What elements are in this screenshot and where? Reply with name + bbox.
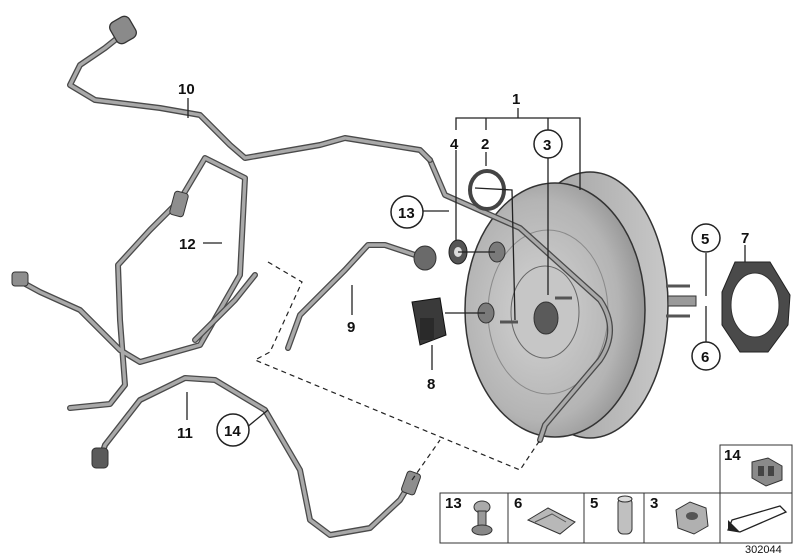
callout-13-circle bbox=[390, 195, 424, 229]
callout-14: 14 bbox=[224, 423, 241, 440]
legend-label-13: 13 bbox=[445, 495, 462, 512]
legend-box-13 bbox=[439, 492, 509, 544]
pin-5-icon bbox=[617, 495, 633, 535]
grommet-13-icon bbox=[471, 500, 493, 536]
callout-12: 12 bbox=[179, 236, 196, 253]
callout-3-circle bbox=[533, 129, 563, 159]
leader-lines bbox=[186, 98, 746, 429]
document-id: 302044 bbox=[745, 544, 782, 556]
parts-legend: 14 13 6 5 3 bbox=[439, 444, 793, 544]
brake-booster bbox=[464, 171, 697, 439]
legend-label-6: 6 bbox=[514, 495, 522, 512]
callout-5: 5 bbox=[701, 231, 709, 248]
callout-2: 2 bbox=[481, 136, 489, 153]
callout-11: 11 bbox=[177, 425, 193, 442]
connection-dashed-lines bbox=[253, 261, 541, 481]
legend-box-5 bbox=[583, 492, 645, 544]
booster-vacuum-pipe bbox=[427, 157, 613, 443]
callout-13: 13 bbox=[398, 205, 415, 222]
callout-14-circle bbox=[216, 413, 250, 447]
callout-9: 9 bbox=[347, 319, 355, 336]
legend-label-5: 5 bbox=[590, 495, 598, 512]
vacuum-pipe-9 bbox=[285, 242, 437, 351]
callout-labels: 1 2 3 4 5 6 7 8 9 10 11 12 13 14 bbox=[177, 81, 749, 447]
legend-label-14: 14 bbox=[724, 447, 741, 464]
vacuum-pipe-12 bbox=[11, 155, 258, 411]
callout-5-circle bbox=[691, 223, 721, 253]
callout-7: 7 bbox=[741, 230, 749, 247]
callout-6: 6 bbox=[701, 349, 709, 366]
gasket-part bbox=[721, 261, 791, 353]
callout-6-circle bbox=[691, 341, 721, 371]
nut-3-icon bbox=[675, 501, 709, 535]
pressure-sensor-part bbox=[411, 297, 447, 346]
callout-10: 10 bbox=[178, 81, 195, 98]
callout-8: 8 bbox=[427, 376, 435, 393]
vacuum-pipe-10 bbox=[67, 15, 433, 163]
vacuum-pipe-11 bbox=[91, 375, 421, 538]
o-ring-part bbox=[468, 169, 506, 211]
direction-arrow-icon bbox=[727, 505, 788, 533]
callout-4: 4 bbox=[450, 136, 459, 153]
clip-14-icon bbox=[751, 457, 783, 487]
clip-6-icon bbox=[526, 507, 576, 535]
callout-3: 3 bbox=[543, 137, 551, 154]
callout-1: 1 bbox=[512, 91, 520, 108]
legend-label-3: 3 bbox=[650, 495, 658, 512]
